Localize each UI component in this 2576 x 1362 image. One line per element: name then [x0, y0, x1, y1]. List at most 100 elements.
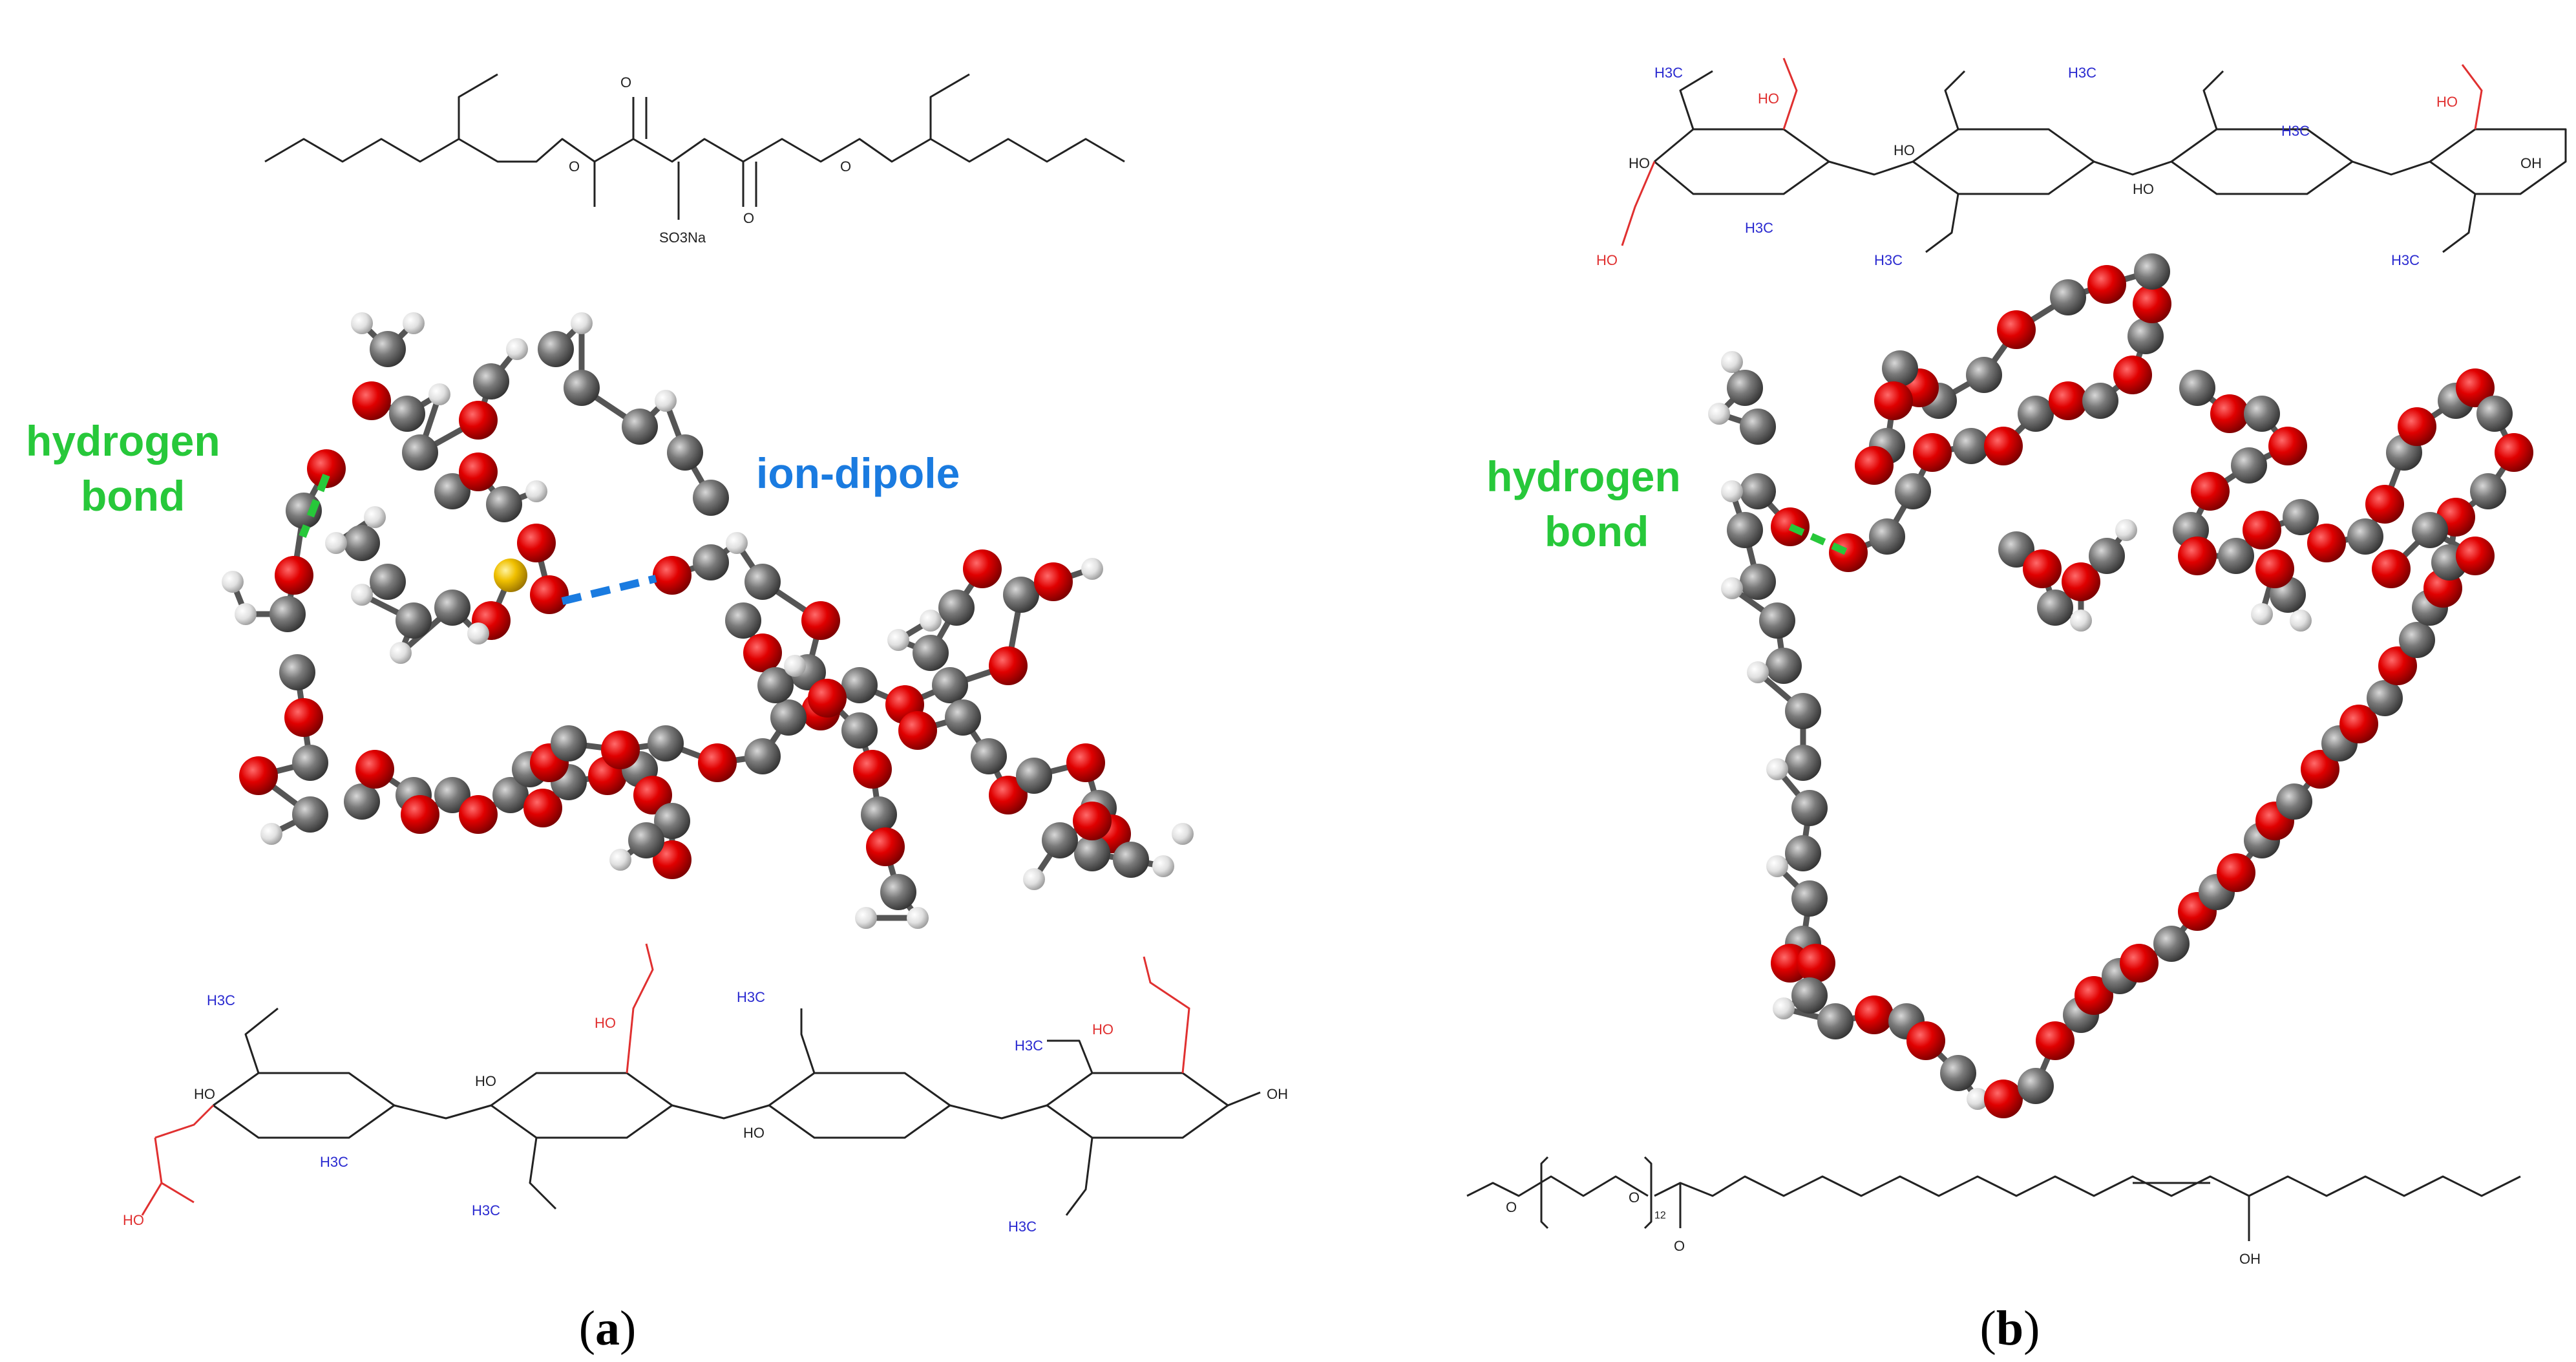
carbon-atom [2412, 512, 2448, 548]
hydrogen-bond-line-a [299, 473, 330, 538]
hydroxyl-label: HO [595, 1015, 616, 1031]
oxygen-atom [2036, 1021, 2075, 1060]
methyl-label: H3C [2281, 123, 2310, 139]
hydrogen-atom [2115, 519, 2137, 541]
carbon-atom [1759, 602, 1795, 639]
carbon-atom [2134, 253, 2170, 290]
carbon-atom [269, 596, 306, 632]
oxygen-atom [1913, 433, 1952, 472]
sulfur-atom [494, 559, 527, 592]
oxygen-atom [2217, 853, 2255, 892]
oxygen-atom [2049, 381, 2087, 420]
hydrogen-atom [887, 629, 909, 651]
carbon-atom [744, 564, 781, 600]
oxygen-atom [1984, 427, 2023, 465]
svg-text:O: O [743, 210, 754, 226]
oxygen-atom [743, 633, 782, 672]
oxygen-atom [2495, 433, 2533, 472]
carbon-atom [2347, 518, 2383, 555]
hydrogen-bond-label-b-line1: hydrogen [1486, 452, 1681, 500]
carbon-atom [725, 602, 761, 639]
carbon-atom [913, 635, 949, 671]
hydrogen-atom [784, 655, 806, 677]
oxygen-atom [1066, 743, 1105, 782]
oxygen-atom [2378, 646, 2417, 685]
hydroxyl-label: HO [1758, 90, 1779, 107]
carbon-atom [648, 725, 684, 761]
oxygen-atom [2255, 549, 2294, 588]
hydrogen-atom [2070, 610, 2092, 632]
carbon-atom [1998, 531, 2034, 568]
carbon-atom [932, 667, 968, 703]
carbon-atom [654, 803, 690, 839]
carbon-atom [971, 738, 1007, 774]
oxygen-atom [459, 452, 498, 491]
panel-a: O O O O SO3Na hydrogen bond ion-dipole [26, 73, 1288, 1356]
carbon-atom [2089, 538, 2125, 574]
molecular-model-b [1708, 253, 2533, 1118]
carbon-atom [744, 738, 781, 774]
carbon-atom [2218, 538, 2254, 574]
hpmc-structure-b: H3C H3C H3C H3C H3C H3C HO HO HO HO HO H… [1596, 58, 2567, 268]
hydroxyl-label: HO [1894, 142, 1915, 158]
oxygen-atom [653, 556, 692, 595]
carbon-atom [564, 370, 600, 406]
carbon-atom [938, 590, 975, 626]
oxygen-atom [2062, 562, 2100, 601]
oxygen-atom [898, 711, 937, 750]
hydrogen-bond-label-a-line2: bond [81, 472, 185, 520]
carbon-atom [434, 590, 470, 626]
carbon-atom [1016, 758, 1052, 794]
hydrogen-atom [1773, 997, 1795, 1019]
oxygen-atom [284, 698, 323, 737]
oxygen-atom [989, 646, 1028, 685]
hydrogen-atom [235, 603, 257, 625]
carbon-atom [1940, 1055, 1976, 1091]
hydrogen-atom [1081, 558, 1103, 580]
oxygen-atom [2075, 976, 2113, 1015]
carbon-atom [1869, 518, 1905, 555]
oxygen-atom [459, 401, 498, 440]
hydrogen-atom [920, 610, 942, 632]
oxygen-atom [459, 795, 498, 834]
hydrogen-atom [726, 532, 748, 554]
hydrogen-atom [525, 480, 547, 502]
carbon-atom [2470, 473, 2506, 509]
oxygen-atom [2307, 524, 2346, 562]
methyl-label: H3C [207, 992, 235, 1008]
carbon-atom [2283, 499, 2319, 535]
carbon-atom [1074, 835, 1110, 871]
oxygen-atom [2210, 394, 2249, 433]
hydrogen-atom [390, 642, 412, 664]
oxygen-atom [2339, 705, 2378, 743]
carbon-atom [2399, 622, 2435, 658]
hpmc-structure-a: H3C H3C H3C H3C H3C H3C HO HO HO HO HO H… [123, 943, 1288, 1235]
carbon-atom [2018, 1068, 2054, 1104]
hydroxyl-label: OH [2239, 1251, 2261, 1267]
hydroxyl-label: HO [123, 1212, 144, 1228]
oxygen-atom [2243, 511, 2281, 549]
carbon-atom [538, 331, 574, 367]
methyl-label: H3C [472, 1202, 500, 1218]
hydroxyl-label: HO [743, 1125, 765, 1141]
hydrogen-atom [1747, 661, 1769, 683]
oxygen-atom [523, 789, 562, 827]
molecular-model-a [222, 312, 1194, 929]
hydrogen-atom [351, 312, 373, 334]
methyl-label: H3C [1745, 220, 1773, 236]
oxygen-atom [2023, 549, 2062, 588]
carbon-atom [1791, 977, 1828, 1014]
carbon-atom [473, 363, 509, 399]
hydrogen-bond-label-a-line1: hydrogen [26, 417, 220, 465]
oxygen-atom [1997, 310, 2036, 349]
hydrogen-atom [609, 849, 631, 871]
docusate-sodium-structure: O O O O SO3Na [264, 73, 1125, 246]
hydrogen-atom [855, 907, 877, 929]
hydrogen-bond-label-b-line2: bond [1545, 507, 1649, 555]
peg-ricinoleate-structure: O O 12 O OH [1466, 1156, 2521, 1267]
oxygen-atom [307, 449, 346, 488]
hydroxyl-label: HO [1629, 155, 1650, 171]
oxygen-atom [2113, 356, 2152, 394]
methyl-label: H3C [320, 1154, 348, 1170]
hydroxyl-label: HO [2133, 181, 2154, 197]
